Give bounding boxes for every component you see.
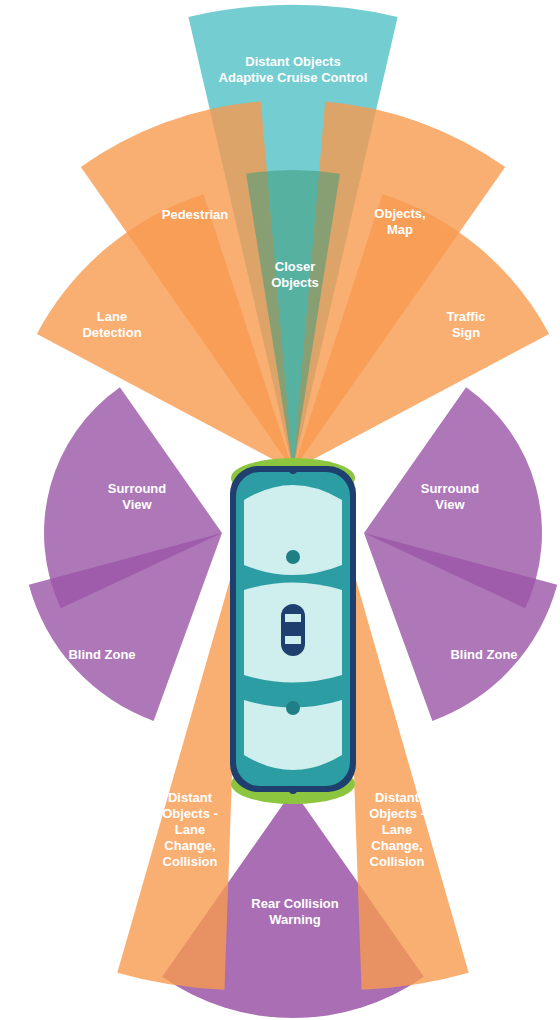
control-unit [281, 604, 305, 656]
sensor-dot [286, 550, 300, 564]
zone-label: Blind Zone [441, 647, 527, 663]
sensor-zone: Distant Objects - Lane Change, Collision [368, 790, 426, 870]
sensor-dot [286, 701, 300, 715]
zone-label: Objects, Map [365, 206, 435, 238]
rear-side-zone [117, 545, 240, 990]
car-body [230, 466, 356, 792]
zone-label: Pedestrian [153, 207, 237, 223]
zone-label: Surround View [101, 481, 173, 513]
rear-side-zone [346, 545, 469, 990]
front-sensor [289, 466, 297, 474]
sensor-zone: Traffic Sign [436, 309, 496, 341]
zone-label: Lane Detection [74, 309, 150, 341]
zone-label: Surround View [414, 481, 486, 513]
sensor-zone: Objects, Map [365, 206, 435, 238]
sensor-zone: Blind Zone [441, 647, 527, 663]
zone-label: Distant Objects - Lane Change, Collision [368, 790, 426, 870]
control-unit [285, 636, 301, 644]
sensor-zone: Surround View [101, 481, 173, 513]
sensor-zone: Distant Objects Adaptive Cruise Control [218, 54, 368, 86]
zone-label: Traffic Sign [436, 309, 496, 341]
car-shell [236, 472, 350, 786]
rear-window [244, 700, 342, 770]
windshield [244, 485, 342, 575]
sensor-zone: Distant Objects - Lane Change, Collision [161, 790, 219, 870]
roof [244, 583, 342, 683]
zone-label: Distant Objects - Lane Change, Collision [161, 790, 219, 870]
sensor-zone: Surround View [414, 481, 486, 513]
sensor-zone: Lane Detection [74, 309, 150, 341]
control-unit [285, 614, 301, 622]
blind-zone [29, 533, 222, 721]
zone-label: Blind Zone [59, 647, 145, 663]
camera-zone [37, 194, 293, 470]
zone-label: Rear Collision Warning [250, 896, 340, 928]
camera-zone [293, 194, 549, 470]
zone-label: Distant Objects Adaptive Cruise Control [218, 54, 368, 86]
rear-sensor [289, 786, 297, 794]
sensor-zone: Rear Collision Warning [250, 896, 340, 928]
sensor-zone: Pedestrian [153, 207, 237, 223]
sensor-zone: Blind Zone [59, 647, 145, 663]
blind-zone [364, 533, 557, 721]
closer-zone [246, 170, 340, 470]
zone-label: Closer Objects [259, 259, 331, 291]
sensor-zone: Closer Objects [259, 259, 331, 291]
